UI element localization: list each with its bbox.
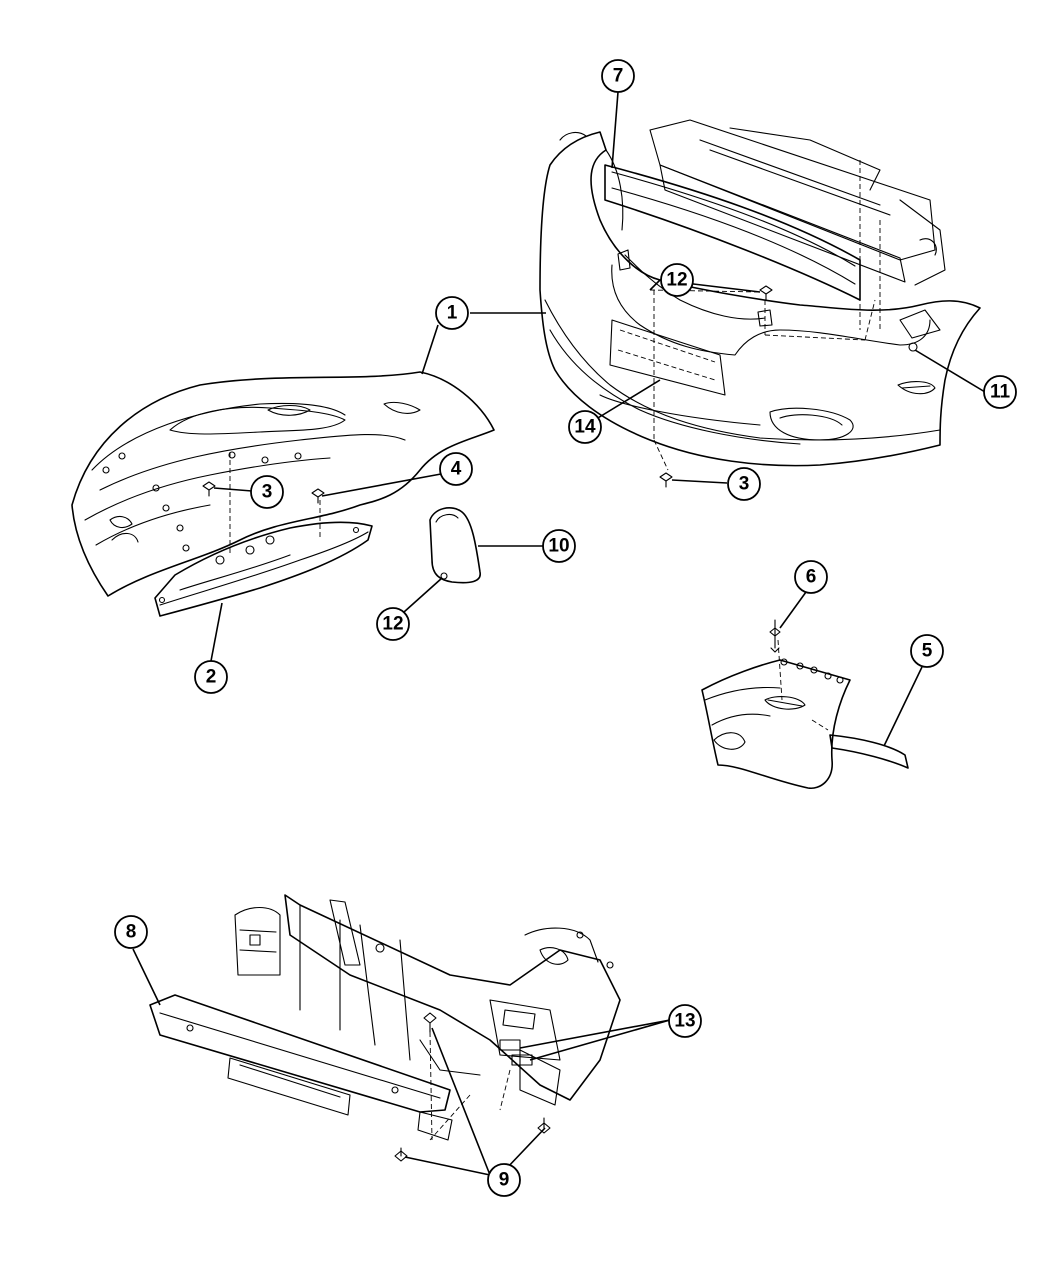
bumper-reinforcement-and-support: [149, 894, 621, 1162]
callout-6: 6: [794, 560, 828, 594]
callout-14-label: 14: [574, 417, 596, 438]
callout-12-bottom-label: 12: [382, 614, 403, 635]
callout-13: 13: [668, 1004, 702, 1038]
callout-7-label: 7: [613, 66, 624, 87]
fog-lamp-cover: [429, 507, 481, 584]
fastener-screws-left: [202, 481, 325, 504]
callout-9: 9: [487, 1163, 521, 1197]
callout-8-label: 8: [126, 922, 137, 943]
callout-5-label: 5: [922, 641, 933, 662]
callout-11: 11: [983, 375, 1017, 409]
callout-13-label: 13: [674, 1011, 695, 1032]
fascia-corner-detail: [701, 619, 909, 789]
leader-lines: [132, 91, 986, 1176]
callout-2-label: 2: [206, 667, 217, 688]
callout-10-label: 10: [548, 536, 569, 557]
callout-12-top: 12: [660, 263, 694, 297]
callout-8: 8: [114, 915, 148, 949]
callout-4: 4: [439, 452, 473, 486]
callout-1-label: 1: [447, 303, 458, 324]
air-dam-deflector: [154, 452, 373, 617]
callout-11-label: 11: [990, 382, 1011, 403]
callout-9-label: 9: [499, 1170, 510, 1191]
callout-14: 14: [568, 410, 602, 444]
callout-10: 10: [542, 529, 576, 563]
callout-6-label: 6: [806, 567, 817, 588]
callout-3-right: 3: [727, 467, 761, 501]
callout-1: 1: [435, 296, 469, 330]
callout-12-top-label: 12: [666, 270, 687, 291]
callout-12-bottom: 12: [376, 607, 410, 641]
front-fascia-rear-view: [71, 371, 495, 597]
callout-5: 5: [910, 634, 944, 668]
front-fascia-assembly: [539, 119, 981, 488]
callout-2: 2: [194, 660, 228, 694]
callout-7: 7: [601, 59, 635, 93]
callout-3-left: 3: [250, 475, 284, 509]
callout-3-left-label: 3: [262, 482, 273, 503]
callout-3-right-label: 3: [739, 474, 750, 495]
callout-4-label: 4: [451, 459, 462, 480]
